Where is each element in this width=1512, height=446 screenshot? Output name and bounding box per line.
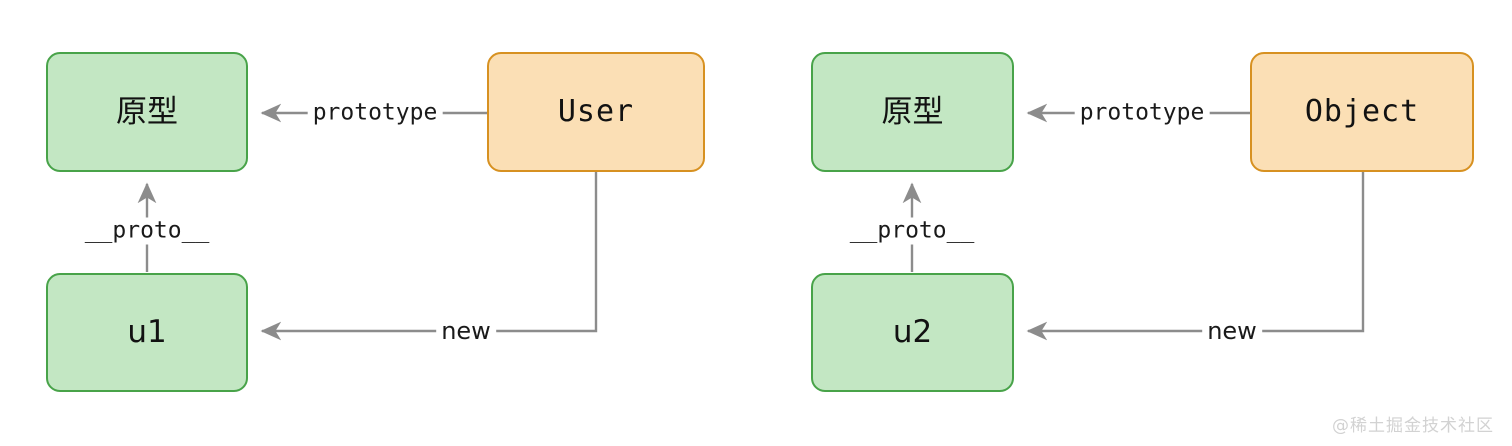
node-label: User [557, 94, 635, 129]
edge-label-user-prototype: prototype [307, 99, 443, 127]
edge-label-object-prototype: prototype [1074, 99, 1210, 127]
edge-label-u1-proto: __proto__ [79, 217, 215, 245]
node-object[interactable]: Object [1250, 52, 1474, 172]
edge-user-new-u1 [260, 172, 598, 341]
edge-label-user-new-u1: new [436, 317, 496, 345]
watermark: @稀土掘金技术社区 [1332, 416, 1494, 436]
node-label: Object [1304, 94, 1420, 129]
node-user[interactable]: User [487, 52, 705, 172]
edge-label-u2-proto: __proto__ [844, 217, 980, 245]
node-label: 原型 [116, 93, 178, 130]
node-u2[interactable]: u2 [811, 273, 1014, 392]
node-u1[interactable]: u1 [46, 273, 248, 392]
node-prototype-left[interactable]: 原型 [46, 52, 248, 172]
node-label: u1 [127, 314, 167, 350]
edge-label-object-new-u2: new [1202, 317, 1262, 345]
node-label: u2 [892, 314, 933, 350]
node-prototype-right[interactable]: 原型 [811, 52, 1014, 172]
node-label: 原型 [881, 93, 944, 130]
edge-object-new-u2 [1026, 172, 1365, 341]
